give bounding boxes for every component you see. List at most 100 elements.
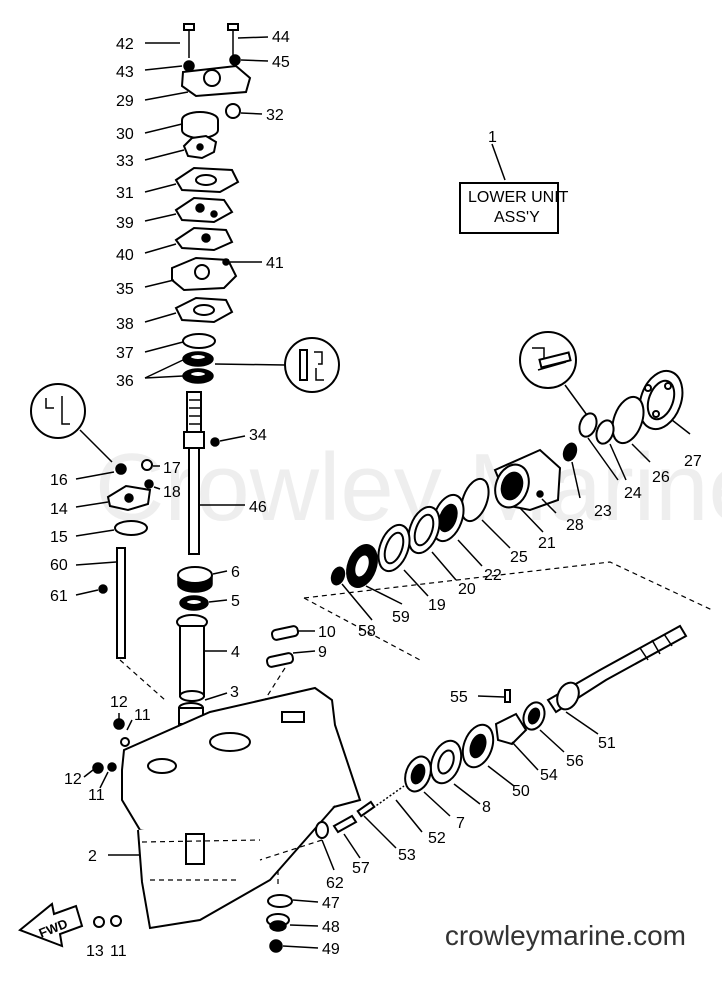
part-15-gasket: [114, 520, 148, 536]
label-52: 52: [428, 830, 446, 847]
label-51: 51: [598, 735, 616, 752]
part-33-impeller: [144, 134, 218, 161]
label-60: 60: [50, 557, 68, 574]
label-11-lower: 11: [88, 787, 105, 804]
part-49-bolt: [269, 939, 283, 953]
label-2: 2: [88, 848, 97, 865]
part-32-grommet: [225, 103, 241, 119]
label-22: 22: [484, 567, 502, 584]
part-24-washers: [578, 412, 627, 481]
label-1: 1: [488, 129, 497, 146]
label-47: 47: [322, 895, 340, 912]
part-20-shim: [407, 505, 457, 581]
label-17: 17: [163, 460, 181, 477]
part-37-o-ring: [182, 333, 216, 349]
part-60-shift-rod: [75, 547, 126, 659]
label-27: 27: [684, 453, 702, 470]
label-39: 39: [116, 215, 134, 232]
part-34-pin: [210, 437, 220, 447]
part-7-shim: [404, 755, 451, 817]
label-16: 16: [50, 472, 68, 489]
part-labels: 42 43 44 45 29 32 30 33 31 39 40 41 35 3…: [50, 29, 702, 960]
part-6-bearing: [177, 566, 228, 593]
part-38-gasket: [144, 296, 234, 324]
label-45: 45: [272, 54, 290, 71]
label-26: 26: [652, 469, 670, 486]
part-10-dowel: [270, 625, 315, 641]
label-11-bottom: 11: [110, 943, 127, 960]
label-11-upper: 11: [134, 707, 151, 724]
label-24: 24: [624, 485, 642, 502]
part-50-forward-gear: [461, 723, 515, 787]
part-30-insert-cartridge: [144, 111, 219, 139]
footer-site-url[interactable]: crowleymarine.com: [444, 920, 686, 951]
label-35: 35: [116, 281, 134, 298]
label-18: 18: [163, 484, 181, 501]
part-47-gasket: [267, 894, 293, 908]
part-57-pin: [332, 814, 361, 859]
label-38: 38: [116, 316, 134, 333]
label-6: 6: [231, 564, 240, 581]
part-8-bearing: [429, 739, 481, 805]
alignment-line-shift: [119, 659, 166, 701]
alignment-line-dowel: [251, 667, 286, 721]
part-59-reverse-gear: [346, 544, 403, 605]
part-51-propeller-shaft: [546, 624, 688, 735]
label-57: 57: [352, 860, 370, 877]
label-50: 50: [512, 783, 530, 800]
grease-callout-24: [519, 331, 593, 423]
part-42-bolt: [145, 23, 195, 58]
part-2-lower-case: [108, 686, 362, 930]
part-18-washer: [144, 479, 154, 489]
fwd-arrow-icon: FWD: [18, 902, 84, 948]
label-14: 14: [50, 501, 68, 518]
part-9-dowel: [265, 650, 316, 668]
grease-callout-16: [30, 383, 113, 463]
label-34: 34: [249, 427, 267, 444]
label-32: 32: [266, 107, 284, 124]
label-46: 46: [249, 499, 267, 516]
assembly-lower-unit-box: LOWER UNIT ASS'Y: [459, 143, 569, 234]
part-55-pin: [504, 689, 511, 703]
label-41: 41: [266, 255, 284, 272]
label-25: 25: [510, 549, 528, 566]
label-56: 56: [566, 753, 584, 770]
label-21: 21: [538, 535, 556, 552]
part-11-washer-lower: [107, 762, 117, 772]
label-33: 33: [116, 153, 134, 170]
label-54: 54: [540, 767, 558, 784]
label-23: 23: [594, 503, 612, 520]
alignment-line-cam: [259, 839, 323, 861]
part-16-plug: [115, 463, 127, 475]
label-62: 62: [326, 875, 344, 892]
label-19: 19: [428, 597, 446, 614]
part-21-bearing-housing: [493, 448, 562, 533]
part-46-drive-shaft: [183, 391, 245, 555]
label-12-upper: 12: [110, 694, 128, 711]
label-44: 44: [272, 29, 290, 46]
grease-callout-36: [284, 337, 340, 393]
part-61-clip: [98, 584, 108, 594]
part-4-sleeve: [176, 614, 227, 702]
label-53: 53: [398, 847, 416, 864]
label-37: 37: [116, 345, 134, 362]
label-31: 31: [116, 185, 134, 202]
part-27-bearing: [638, 369, 691, 435]
part-11-washer-bottom: [110, 915, 122, 927]
alignment-bracket-shaft: [303, 561, 713, 661]
part-29-pump-housing: [144, 64, 252, 101]
part-17-screw: [141, 459, 153, 471]
assembly-line2: ASS'Y: [494, 209, 540, 226]
label-12-lower: 12: [64, 771, 82, 788]
part-62-cam: [315, 821, 335, 871]
label-59: 59: [392, 609, 410, 626]
part-19-shim: [377, 523, 429, 597]
part-28-pin: [536, 490, 544, 498]
part-11-washer-upper: [120, 737, 130, 747]
label-58: 58: [358, 623, 376, 640]
part-39-outer-plate: [144, 196, 234, 224]
part-48-anode: [266, 913, 319, 932]
label-36: 36: [116, 373, 134, 390]
label-13: 13: [86, 943, 104, 960]
